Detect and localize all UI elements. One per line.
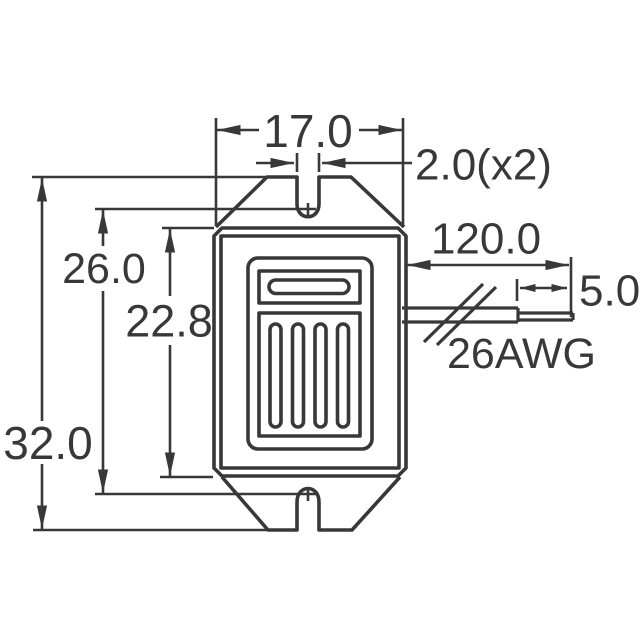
front-panel [246, 256, 374, 451]
wire-break-icon [435, 285, 498, 347]
upper-slot [267, 278, 351, 296]
label-body-width: 17.0 [263, 105, 353, 157]
label-overall-height: 32.0 [3, 417, 93, 469]
dimension-labels: 17.0 2.0(x2) 32.0 26.0 22.8 120.0 5.0 26… [3, 105, 640, 469]
component-outline [212, 175, 408, 532]
label-lead-length: 120.0 [431, 215, 541, 264]
buzzer-body-inner-lip [219, 234, 401, 470]
grille-frame [257, 311, 362, 438]
grille-slot [313, 322, 328, 429]
label-notch-width: 2.0(x2) [415, 141, 552, 190]
dimension-lines [32, 118, 573, 532]
wire-break-icon [422, 282, 485, 344]
top-mounting-tab [214, 175, 406, 229]
grille-slot [335, 322, 351, 429]
label-body-height: 22.8 [125, 296, 213, 347]
grille-slot [290, 322, 306, 429]
label-wire-gauge: 26AWG [447, 330, 596, 378]
wire-lead [402, 282, 575, 347]
upper-slot-frame [257, 269, 362, 305]
buzzer-body-outer [212, 226, 408, 478]
label-notch-to-notch-height: 26.0 [62, 245, 146, 293]
grille-slot [268, 322, 283, 429]
bottom-mounting-tab [220, 475, 402, 532]
label-strip-length: 5.0 [579, 267, 640, 316]
